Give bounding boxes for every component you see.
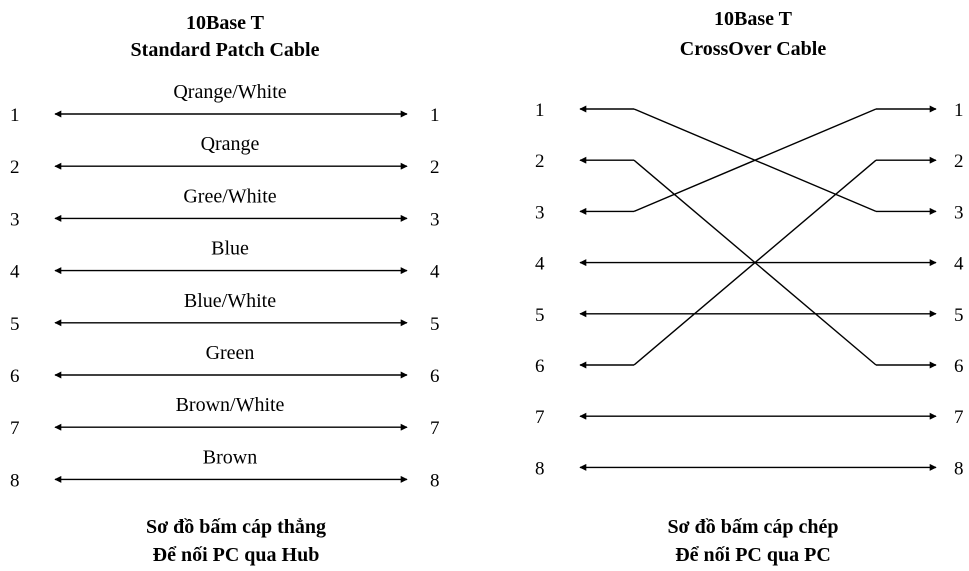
crossover-left-pin: 1 [535,100,545,121]
straight-cable-panel: 10Base T Standard Patch Cable 1 1 Qrange/W… [10,12,440,566]
crossover-right-pin: 5 [954,305,964,326]
straight-left-pin: 4 [10,262,20,283]
straight-left-pin: 3 [10,209,20,230]
straight-caption-line2: Để nối PC qua Hub [153,544,320,566]
wire-color-label: Qrange/White [173,81,286,103]
straight-right-pin: 4 [430,262,440,283]
crossover-wire-diagonal [633,159,877,366]
straight-left-pin: 5 [10,314,20,335]
crossover-right-pin: 6 [954,356,964,377]
straight-right-pin: 7 [430,418,440,439]
wire-color-label: Green [206,342,255,364]
straight-right-pin: 5 [430,314,440,335]
crossover-left-pin: 5 [535,305,545,326]
straight-left-pin: 8 [10,470,20,491]
straight-left-pin: 6 [10,366,20,387]
crossover-left-pin: 7 [535,407,545,428]
straight-title-line1: 10Base T [186,12,265,34]
wire-color-label: Blue/White [184,290,276,312]
wire-color-label: Blue [211,238,249,260]
straight-caption-line1: Sơ đồ bấm cáp thẳng [146,516,326,538]
crossover-left-pin: 6 [535,356,545,377]
straight-left-pin: 1 [10,105,20,126]
crossover-left-pin: 8 [535,458,545,479]
crossover-caption-line1: Sơ đồ bấm cáp chép [667,516,838,538]
crossover-caption-line2: Để nối PC qua PC [675,544,831,566]
crossover-right-pin: 1 [954,100,964,121]
crossover-right-pin: 7 [954,407,964,428]
crossover-left-pin: 3 [535,202,545,223]
straight-left-pin: 7 [10,418,20,439]
straight-title-line2: Standard Patch Cable [131,39,320,61]
crossover-title-line1: 10Base T [714,8,793,30]
crossover-wire-diagonal [633,108,877,213]
straight-right-pin: 2 [430,157,440,178]
straight-right-pin: 1 [430,105,440,126]
crossover-left-pin: 2 [535,151,545,172]
crossover-right-pin: 2 [954,151,964,172]
wire-color-label: Qrange [201,133,260,155]
wire-color-label: Brown [203,446,257,468]
crossover-right-pin: 8 [954,458,964,479]
wire-color-label: Gree/White [183,185,276,207]
straight-right-pin: 8 [430,470,440,491]
straight-left-pin: 2 [10,157,20,178]
wire-color-label: Brown/White [176,394,285,416]
crossover-right-pin: 3 [954,202,964,223]
straight-right-pin: 3 [430,209,440,230]
crossover-cable-panel: 10Base T CrossOver Cable 1 1 2 2 3 3 4 4 5 5 6 6 7 7 8… [535,8,964,566]
crossover-right-pin: 4 [954,254,964,275]
straight-right-pin: 6 [430,366,440,387]
crossover-left-pin: 4 [535,254,545,275]
crossover-wires: 1 1 2 2 3 3 4 4 5 5 6 6 7 7 8 8 [535,100,964,479]
crossover-title-line2: CrossOver Cable [680,38,827,60]
